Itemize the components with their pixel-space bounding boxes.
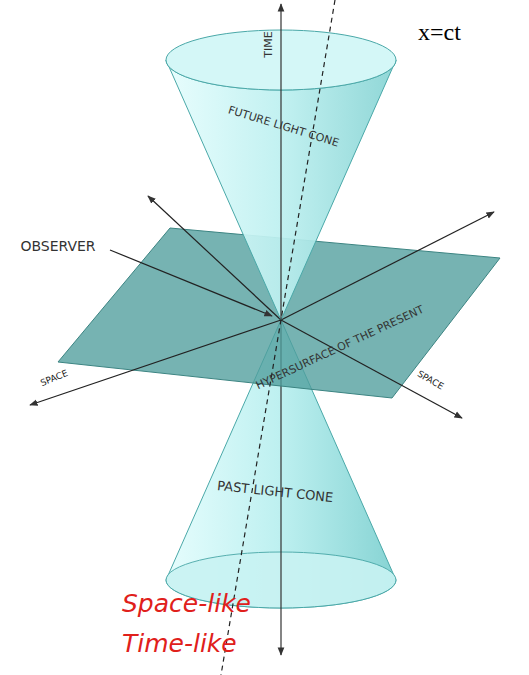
light-line [221, 0, 335, 675]
space-axis [30, 320, 281, 405]
equation-label: x=ct [418, 20, 461, 44]
time-axis [280, 4, 281, 320]
legend-note: Space-like [122, 591, 251, 616]
axis-label: TIME [263, 31, 274, 57]
observer-pointer [110, 250, 272, 316]
pointer-label: OBSERVER [20, 239, 95, 253]
legend-note: Time-like [122, 631, 237, 656]
axis-label: SPACE [415, 369, 444, 391]
axis-label: SPACE [39, 368, 69, 387]
